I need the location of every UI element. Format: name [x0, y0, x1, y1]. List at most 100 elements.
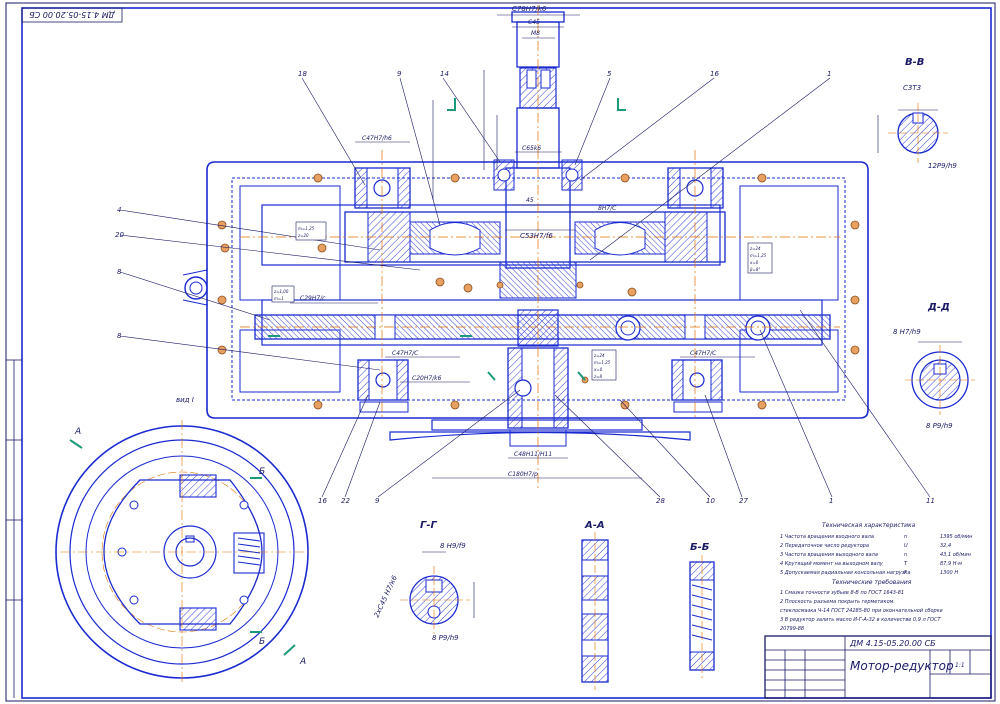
gearbox-main-view	[119, 5, 931, 498]
tech-value-5: 1300 Н	[940, 570, 958, 576]
tech-title: Техническая характеристика	[822, 522, 916, 529]
callout-5: 5	[607, 70, 612, 78]
callout-16b: 16	[318, 497, 327, 505]
title-block	[764, 635, 992, 699]
dd-dim-b: 8 Р9/h9	[926, 422, 953, 430]
view-i-round: А А Б Б вид I	[55, 396, 310, 684]
code-box	[21, 7, 123, 23]
callout-9b: 9	[375, 497, 380, 505]
callout-1: 1	[827, 70, 831, 78]
req-line-5: 20799-88	[780, 626, 804, 632]
req-title: Технические требования	[832, 579, 912, 586]
tech-line-4: 4 Крутящий момент на выходном валу	[780, 561, 884, 567]
callout-8a: 8	[117, 268, 122, 276]
callout-9: 9	[397, 70, 402, 78]
dim-mid-left: С29Н7/с	[300, 295, 326, 302]
section-mark-b: Б	[259, 467, 265, 477]
callout-8b: 8	[117, 332, 122, 340]
gt4-d: z=8	[593, 374, 602, 379]
stamp-code: ДМ 4.15-05.20.00 СБ	[849, 639, 936, 648]
req-line-2: 2 Плоскость разъема покрыть герметиком.	[780, 599, 895, 605]
tech-value-3: 43,1 об/мин	[940, 552, 972, 558]
dim-left-bearing: С47Н7/h6	[362, 135, 392, 142]
dd-dim-a: 8 Н7/h9	[893, 328, 921, 336]
gg-dim-b: 8 Р9/h9	[432, 634, 459, 642]
dimension-texts: С78Н7/k6 С45 М8 С65k6 45 С53Н7/f6 С47Н7/…	[300, 5, 717, 478]
dim-low-right: С47Н7/С	[690, 350, 717, 357]
gt2-a: z=24	[749, 246, 761, 251]
section-aa: А-А	[581, 520, 609, 690]
vv-dim-b: 12Р9/h9	[928, 162, 957, 170]
callout-20: 20	[115, 231, 124, 239]
dim-53: С53Н7/f6	[520, 232, 553, 240]
dim-bottom1: С48Н11/Н11	[514, 451, 552, 458]
callout-11: 11	[926, 497, 935, 505]
dd-title: Д-Д	[927, 302, 950, 313]
callout-22: 22	[341, 497, 350, 505]
view-i-label: вид I	[176, 396, 194, 404]
gt2-c: x=0	[749, 260, 759, 265]
req-line-1: 1 Смазка точности зубьев 8-В по ГОСТ 164…	[780, 590, 904, 596]
req-line-3: стеклосмазка Ч-14 ГОСТ 24285-80 при окон…	[780, 608, 943, 614]
tech-line-5: 5 Допускаемая радиальная консольная нагр…	[780, 570, 910, 576]
tech-value-1: 1395 об/мин	[940, 534, 973, 540]
gt4-b: m=1,25	[594, 360, 611, 365]
dim-right-bearing: 8Н7/С	[598, 205, 617, 212]
gt2-b: m=1,25	[750, 253, 767, 258]
gt3-a: z=1,00	[273, 289, 289, 294]
section-mark-a2: А	[299, 657, 306, 667]
section-vv: В-В С3Т3 12Р9/h9	[877, 57, 957, 170]
tech-line-1: 1 Частота вращения входного вала	[780, 534, 874, 540]
gear-tables: m=1,25 z=20 z=24 m=1,25 x=0 β=8° z=1,00 …	[271, 221, 773, 381]
callout-1b: 1	[829, 497, 833, 505]
gt4-a: z=24	[593, 353, 605, 358]
sheet-border	[5, 2, 996, 702]
section-bb: Б-Б	[689, 542, 715, 678]
dim-top3: М8	[531, 30, 540, 37]
gt2-d: β=8°	[750, 267, 760, 272]
vv-title: В-В	[905, 57, 924, 68]
gt4-c: x=0	[593, 367, 603, 372]
tech-line-3: 3 Частота вращения выходного вала	[780, 552, 878, 558]
callout-18: 18	[298, 70, 307, 78]
dim-top1: С78Н7/k6	[512, 5, 547, 13]
section-mark-a: А	[74, 427, 81, 437]
gg-dim-a: 8 Н9/f9	[440, 542, 466, 550]
callout-27: 27	[739, 497, 748, 505]
callout-28: 28	[656, 497, 665, 505]
section-mark-b2: Б	[259, 637, 265, 647]
dim-bottom2: С180Н7/р	[508, 471, 538, 478]
aa-title: А-А	[584, 520, 605, 531]
dim-shaft: С65k6	[522, 145, 541, 152]
stamp-scale: 1:1	[955, 662, 965, 669]
gg-title: Г-Г	[420, 520, 438, 531]
req-line-4: 3 В редуктор залить масло И-Г-А-32 в кол…	[780, 617, 941, 623]
tech-line-2: 2 Передаточное число редуктора	[780, 543, 869, 549]
dim-top2: С45	[528, 19, 540, 26]
section-gg: Г-Г 8 Н9/f9 8 Р9/h9 2хС45 Н7/к6	[373, 520, 475, 642]
stamp-title: Мотор-редуктор	[850, 659, 954, 673]
tech-value-4: 87,9 Н·м	[940, 561, 962, 567]
callout-16: 16	[710, 70, 719, 78]
bb-title: Б-Б	[690, 542, 710, 553]
dim-low2: С20Н7/k6	[412, 375, 442, 382]
section-dd: Д-Д 8 Н7/h9 8 Р9/h9	[893, 302, 975, 430]
tech-characteristics: Техническая характеристика 1 Частота вра…	[780, 522, 973, 632]
tech-unit-3: n	[904, 552, 907, 558]
callout-14: 14	[440, 70, 449, 78]
tech-value-2: 32,4	[940, 543, 951, 549]
gg-dim-c: 2хС45 Н7/к6	[373, 574, 400, 619]
vv-dim-a: С3Т3	[903, 84, 921, 92]
gt3-b: m=1	[274, 296, 284, 301]
tech-unit-2: U	[904, 543, 908, 549]
gt1-a: m=1,25	[298, 226, 315, 231]
stamp-code-rotated: ДМ 4.15-05.20.00 СБ	[29, 10, 116, 19]
tech-unit-1: n	[904, 534, 907, 540]
callout-4: 4	[117, 206, 121, 214]
dim-45: 45	[526, 197, 534, 204]
callout-10: 10	[706, 497, 715, 505]
drawing-frame	[21, 7, 992, 699]
leader-lines	[119, 77, 931, 498]
dim-low-left: С47Н7/С	[392, 350, 419, 357]
